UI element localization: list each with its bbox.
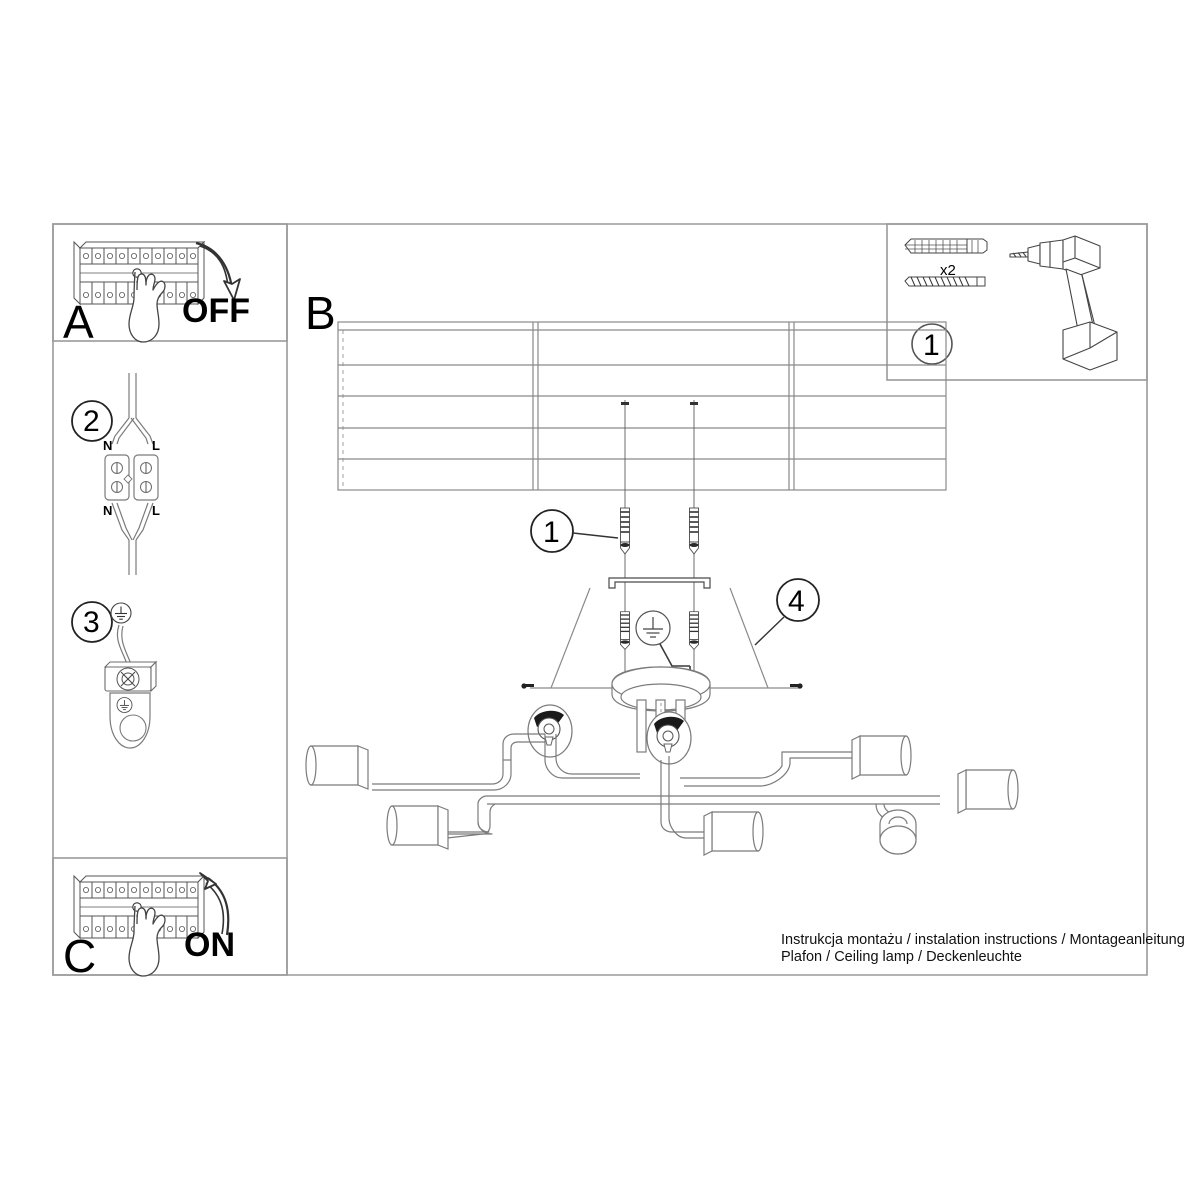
callout-screws-number: 1 <box>543 516 560 549</box>
step-3-illustration <box>71 601 158 749</box>
panel-a-letter: A <box>63 296 94 348</box>
panel-a-action-label: OFF <box>182 292 250 330</box>
callout-screws <box>530 509 619 553</box>
footer-line-1: Instrukcja montażu / instalation instruc… <box>781 932 1185 948</box>
step-2-illustration <box>71 373 159 575</box>
panel-c-illustration <box>73 872 230 977</box>
parts-quantity-label: x2 <box>940 262 956 279</box>
callout-bracket-number: 4 <box>788 585 805 618</box>
terminal-label-n-bottom: N <box>103 503 113 518</box>
power-drill-icon <box>1009 235 1118 371</box>
step-2-circle <box>71 400 113 442</box>
panel-c-action-label: ON <box>184 926 235 964</box>
pendant-socket-right <box>879 809 917 855</box>
footer-line-2: Plafon / Ceiling lamp / Deckenleuchte <box>781 949 1022 965</box>
mount-screw-assembly <box>619 400 700 680</box>
parts-panel-frame <box>886 223 1148 381</box>
terminal-label-l-bottom: L <box>152 503 160 518</box>
terminal-label-l-top: L <box>152 438 160 453</box>
panel-a-illustration <box>73 241 241 343</box>
step-3-circle <box>71 601 113 643</box>
bulb-socket-left <box>527 704 573 758</box>
callout-bracket <box>754 578 820 646</box>
terminal-label-n-top: N <box>103 438 113 453</box>
panel-b-letter: B <box>305 287 336 339</box>
panel-c-letter: C <box>63 930 97 982</box>
step-2-number: 2 <box>83 405 100 438</box>
parts-step-number: 1 <box>923 329 940 362</box>
bulb-socket-center <box>646 711 692 765</box>
parts-step-circle <box>911 323 953 365</box>
ceiling-lamp <box>305 666 1019 856</box>
panel-frames <box>52 223 1148 976</box>
ceiling-illustration <box>337 321 947 491</box>
parts-illustration <box>904 235 1118 371</box>
lamp-shade <box>305 735 1019 856</box>
step-3-number: 3 <box>83 606 100 639</box>
